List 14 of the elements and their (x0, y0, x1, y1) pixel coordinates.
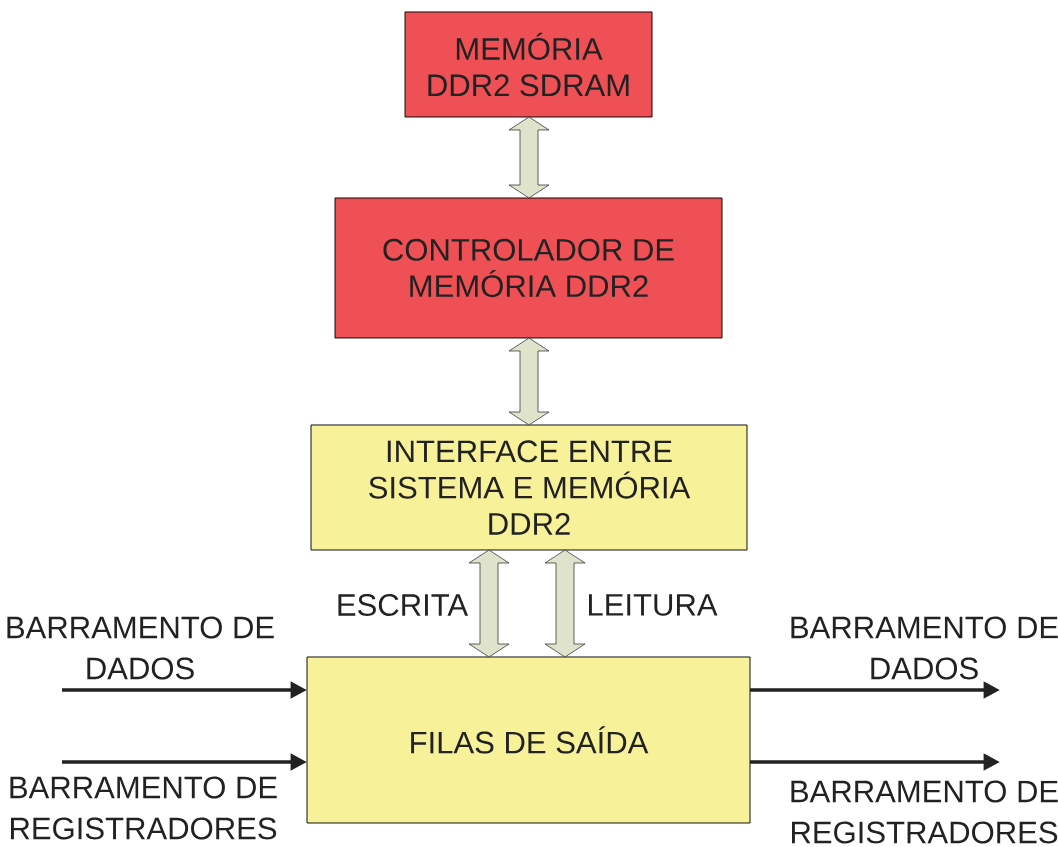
edge-label: ESCRITA (338, 594, 469, 616)
process-box: FILAS DE SAÍDA (306, 656, 751, 824)
block-arrow (468, 549, 510, 658)
edge-label: LEITURA (589, 594, 718, 616)
process-box: CONTROLADOR DE MEMÓRIA DDR2 (334, 197, 723, 339)
process-box: MEMÓRIA DDR2 SDRAM (404, 11, 653, 118)
edge-label: BARRAMENTO DE REGISTRADORES (10, 776, 277, 840)
edge-label: BARRAMENTO DE DADOS (7, 616, 274, 680)
edge-label: BARRAMENTO DE DADOS (791, 616, 1058, 680)
process-box: INTERFACE ENTRE SISTEMA E MEMÓRIA DDR2 (310, 424, 748, 551)
block-arrow (508, 337, 550, 426)
edge-label: BARRAMENTO DE REGISTRADORES (791, 780, 1058, 844)
block-arrow (508, 116, 550, 199)
block-arrow (544, 549, 586, 658)
